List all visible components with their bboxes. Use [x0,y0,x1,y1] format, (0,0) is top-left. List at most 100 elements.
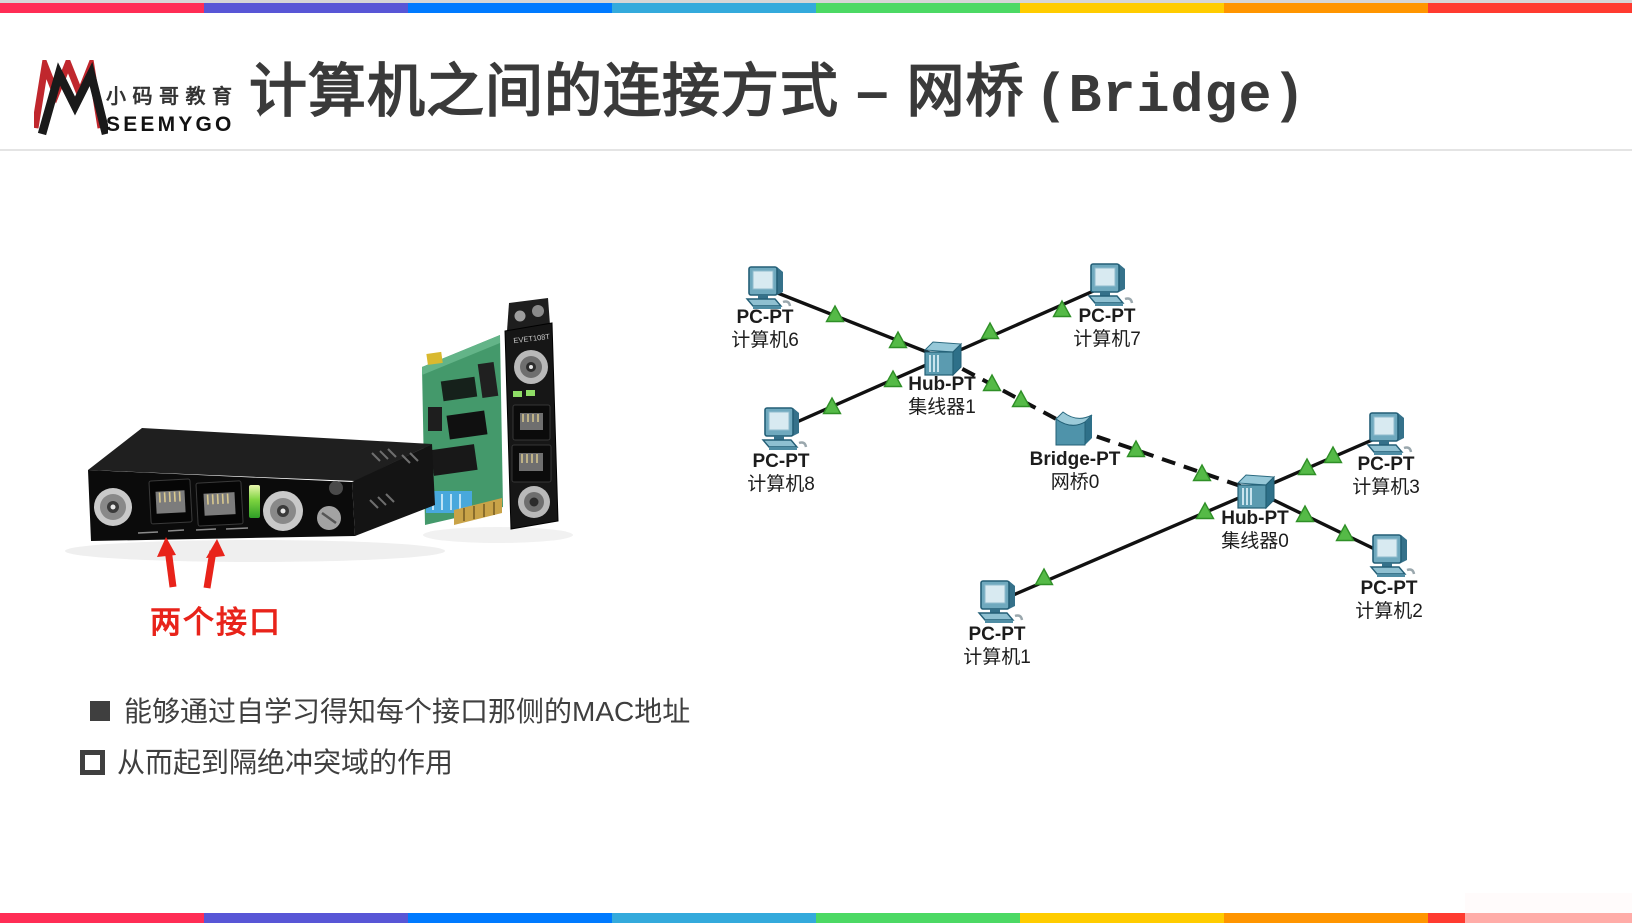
link-hub0-pc2[interactable] [1254,489,1390,558]
stripe-band [1224,3,1428,13]
vent-marks [369,448,419,509]
device-pc3[interactable] [1366,412,1413,455]
stripe-band [408,3,612,13]
link-status-arrow-icon [980,321,1000,340]
two-ports-caption: 两个接口 [150,605,282,640]
device-hub0[interactable] [1236,474,1276,510]
stripe-band [408,913,612,923]
pcb-card-photo [422,335,503,525]
device-model-label: PC-PT [1361,578,1418,599]
stripe-band [612,913,816,923]
stripe-band [612,3,816,13]
device-name-label: 集线器0 [1221,530,1289,552]
slide-title: 计算机之间的连接方式 – 网桥(Bridge) [249,54,1307,135]
link-status-arrow-icon [825,304,845,323]
top-rainbow-stripe [0,3,1632,13]
device-name-label: 计算机6 [731,329,799,351]
bridge-hardware-photo: EVET108T [65,298,573,589]
device-name-label: 集线器1 [908,396,976,418]
device-pc1[interactable] [977,580,1024,623]
card-model-label: EVET108T [513,332,551,345]
device-model-label: PC-PT [969,624,1026,645]
hollow-square-bullet-icon [80,750,105,775]
link-status-arrow-icon [822,396,842,415]
device-name-label: 计算机8 [747,473,815,495]
bullet-text-1: 能够通过自学习得知每个接口那侧的MAC地址 [124,696,691,727]
bottom-rainbow-stripe [0,913,1632,923]
link-status-arrow-icon [1297,457,1317,476]
device-model-label: PC-PT [753,451,810,472]
link-status-arrow-icon [1052,299,1072,318]
seemygo-m-logo-icon [34,60,108,136]
device-hub1[interactable] [923,341,963,377]
stripe-band [1428,3,1632,13]
port-label-dashes [137,527,249,534]
device-name-label: 计算机2 [1355,600,1423,622]
rj45-port-2 [195,480,244,527]
device-pc2[interactable] [1369,534,1416,577]
link-bridge0-hub0[interactable] [1074,427,1256,493]
device-model-label: Hub-PT [908,374,976,395]
bullet-text-2: 从而起到隔绝冲突域的作用 [117,747,454,778]
bridge-device [88,428,435,541]
stripe-band [1224,913,1428,923]
link-status-arrow-icon [982,373,1002,392]
device-name-label: 网桥0 [1051,471,1100,493]
stripe-band [816,913,1020,923]
device-model-label: Bridge-PT [1030,449,1121,470]
stripe-band [204,3,408,13]
device-model-label: Hub-PT [1221,508,1289,529]
device-bridge0[interactable] [1055,411,1093,446]
filled-square-bullet-icon [90,701,110,721]
device-pc7[interactable] [1087,263,1134,306]
rj45-port-1 [148,478,193,525]
device-name-label: 计算机7 [1073,328,1141,350]
link-status-arrow-icon [1335,523,1355,542]
pcb-faceplate: EVET108T [504,298,559,530]
device-model-label: PC-PT [737,307,794,328]
link-pc6-hub1[interactable] [764,286,943,360]
device-name-label: 计算机3 [1352,476,1420,498]
link-status-arrow-icon [1126,439,1146,458]
link-status-arrow-icon [1192,463,1212,482]
bullet-item-1: 能够通过自学习得知每个接口那侧的MAC地址 [90,695,690,729]
device-pc8[interactable] [761,407,808,450]
stripe-band [204,913,408,923]
link-hub0-pc1[interactable] [996,489,1256,604]
watermark-overlay [1465,893,1632,923]
card-shadow [423,527,573,543]
device-name-label: 计算机1 [963,646,1031,668]
logo-brand-cn: 小码哥教育 [106,86,239,108]
header-separator [0,149,1632,151]
stripe-band [1020,913,1224,923]
link-hub1-bridge0[interactable] [941,356,1076,431]
link-pc8-hub1[interactable] [780,356,943,431]
status-led [249,485,260,518]
logo-brand-en: SEEMYGO [106,113,235,136]
card-rj45-port-1 [512,404,551,441]
top-hairline [0,0,1632,3]
slide-title-zh: 计算机之间的连接方式 – 网桥 [249,59,1025,124]
two-ports-arrows [157,537,225,589]
link-pc7-hub1[interactable] [941,283,1108,360]
stripe-band [0,3,204,13]
stripe-band [0,913,204,923]
link-status-arrow-icon [888,330,908,349]
stripe-band [816,3,1020,13]
link-status-arrow-icon [1295,504,1315,523]
device-model-label: PC-PT [1079,306,1136,327]
bullet-item-2: 从而起到隔绝冲突域的作用 [80,746,453,780]
link-status-arrow-icon [883,369,903,388]
link-status-arrow-icon [1323,445,1343,464]
stripe-band [1020,3,1224,13]
card-rj45-port-2 [511,444,552,483]
seemygo-logo: 小码哥教育 SEEMYGO [106,80,239,137]
slide-title-en: (Bridge) [1034,65,1307,128]
link-hub0-pc3[interactable] [1254,432,1387,493]
link-status-arrow-icon [1034,567,1054,586]
link-status-arrow-icon [1011,389,1031,408]
device-pc6[interactable] [745,266,792,309]
link-status-arrow-icon [1195,501,1215,520]
